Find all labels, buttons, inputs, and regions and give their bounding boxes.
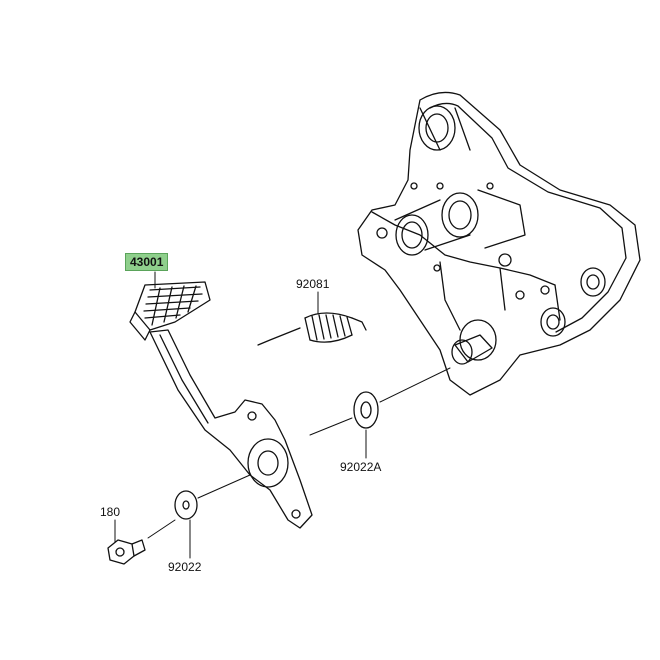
washer-92022a — [353, 391, 379, 429]
part-number-washer-small: 92022 — [168, 560, 202, 574]
washer-92022 — [174, 490, 198, 520]
part-number-spring: 92081 — [296, 277, 330, 291]
bolt-180 — [107, 539, 146, 565]
part-number-pedal: 43001 — [125, 253, 169, 271]
frame-bracket — [357, 91, 641, 396]
part-number-washer-large: 92022A — [340, 460, 382, 474]
brake-pedal — [129, 281, 313, 529]
leader-lines — [114, 271, 367, 559]
part-number-bolt: 180 — [100, 505, 121, 519]
assembly-lines — [147, 367, 451, 539]
return-spring — [257, 312, 367, 346]
